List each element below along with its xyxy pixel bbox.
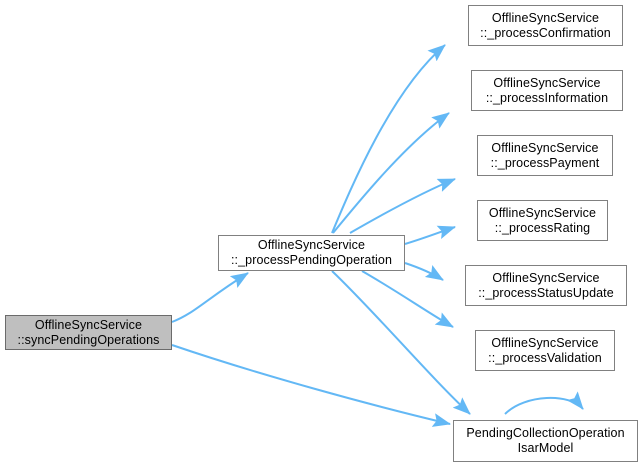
node-label-line2: ::_processPayment xyxy=(490,155,600,170)
node-process-status-update[interactable]: OfflineSyncService::_processStatusUpdate xyxy=(465,265,627,306)
node-label-line2: ::syncPendingOperations xyxy=(17,332,160,347)
edge-paths xyxy=(171,44,584,427)
node-label-line1: OfflineSyncService xyxy=(491,10,600,25)
edge-process-to-validation xyxy=(361,270,454,328)
node-label-line2: ::_processConfirmation xyxy=(480,25,611,40)
node-label-line2: ::_processStatusUpdate xyxy=(478,285,614,300)
edge-isar-model-self-loop xyxy=(504,391,584,415)
node-label-line2: ::_processRating xyxy=(494,220,591,235)
node-label-line1: OfflineSyncService xyxy=(492,270,600,285)
node-label-line1: OfflineSyncService xyxy=(34,317,143,332)
node-label-line1: OfflineSyncService xyxy=(493,75,601,90)
edge-process-to-confirmation xyxy=(331,44,446,234)
node-process-information[interactable]: OfflineSyncService::_processInformation xyxy=(471,70,623,111)
edge-process-to-rating xyxy=(404,225,456,245)
edge-process-to-isar-model xyxy=(331,270,471,415)
edge-process-to-information xyxy=(332,112,450,234)
node-label-line2: ::_processInformation xyxy=(485,90,609,105)
node-sync-pending-operations[interactable]: OfflineSyncService::syncPendingOperation… xyxy=(5,315,172,350)
node-label-line1: PendingCollectionOperation xyxy=(466,426,625,440)
node-process-validation[interactable]: OfflineSyncService::_processValidation xyxy=(475,330,615,371)
edge-process-to-status-update xyxy=(404,262,444,281)
node-process-payment[interactable]: OfflineSyncService::_processPayment xyxy=(477,135,613,176)
edge-sync-to-process-pending xyxy=(171,272,249,323)
node-label-line1: OfflineSyncService xyxy=(491,140,599,155)
node-label-line2: ::_processValidation xyxy=(488,350,602,365)
edge-process-to-payment xyxy=(349,178,456,234)
node-label-line2: ::_processPendingOperation xyxy=(230,253,393,267)
node-label-line1: OfflineSyncService xyxy=(257,238,366,252)
node-label-line1: OfflineSyncService xyxy=(491,335,599,350)
node-process-rating[interactable]: OfflineSyncService::_processRating xyxy=(477,200,608,241)
node-label-line2: IsarModel xyxy=(517,441,574,455)
node-process-confirmation[interactable]: OfflineSyncService::_processConfirmation xyxy=(468,5,623,46)
node-label-line1: OfflineSyncService xyxy=(488,205,597,220)
edge-sync-to-isar-model xyxy=(171,344,451,427)
node-process-pending-operation[interactable]: OfflineSyncService::_processPendingOpera… xyxy=(218,235,405,271)
